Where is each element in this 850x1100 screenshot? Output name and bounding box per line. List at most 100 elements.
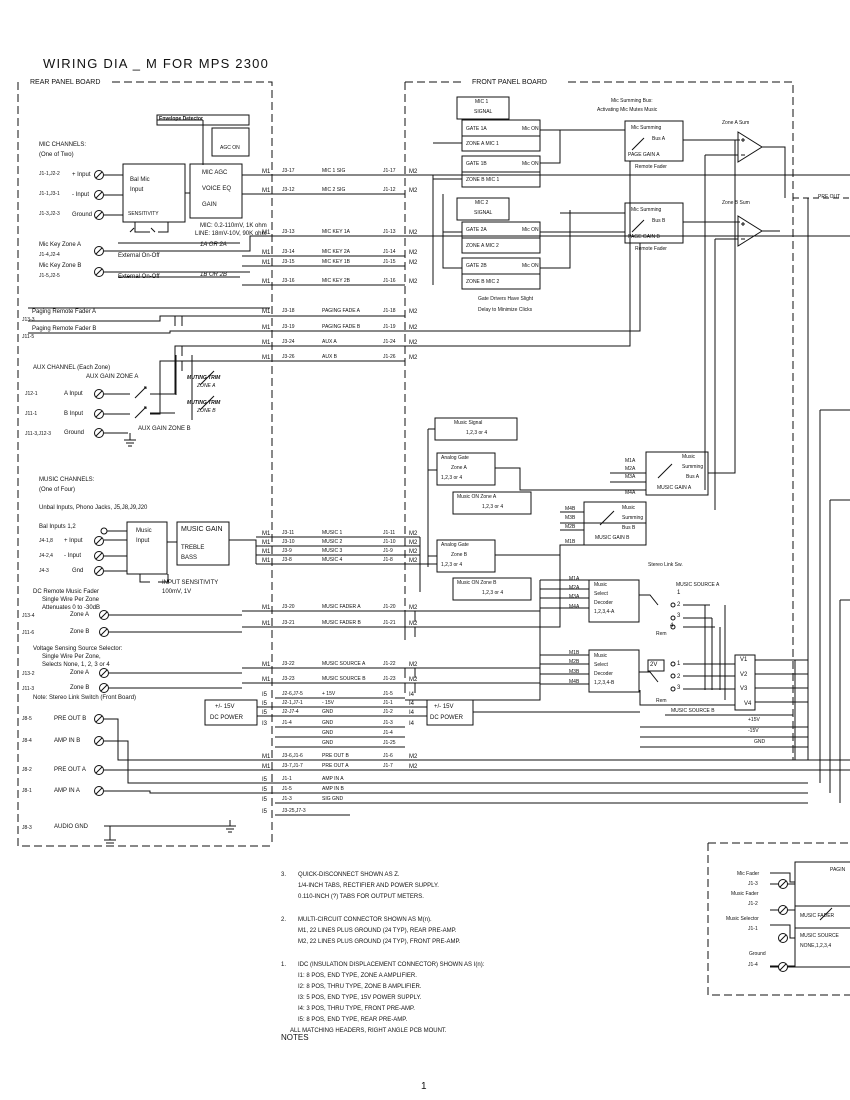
rail-plus-15: +15V — [748, 717, 760, 723]
source-zone-a-pin: J13-2 — [22, 671, 35, 677]
bus-m-left: M1 — [262, 260, 271, 266]
front-dc-power-2: DC POWER — [430, 715, 463, 721]
music-sum-a-1: Music — [682, 454, 696, 460]
paging-fader-a-pin: J13-3 — [22, 317, 35, 323]
summing-note-2: Activating Mic Mutes Music — [597, 107, 658, 113]
key-zone-a-ext: External On-Off — [118, 253, 160, 259]
bus-j-left: J2-1,J7-1 — [282, 700, 303, 706]
bus-j-right: J1-6 — [383, 753, 393, 759]
bus-signal: GND — [322, 730, 334, 736]
note-number: 2. — [281, 917, 287, 923]
inset-music-fader-pin: J1-2 — [748, 901, 758, 907]
music-sum-a-pin-4: M4A — [625, 490, 636, 496]
out-audio-gnd-label: AUDIO GND — [54, 824, 89, 830]
mic-agc-label: MIC AGC — [202, 170, 228, 176]
gate-1a: GATE 1A — [466, 126, 487, 132]
mic-agc-box — [189, 163, 243, 219]
muting-trim-a-zone: ZONE A — [197, 383, 216, 389]
bus-m-left: M1 — [262, 188, 271, 194]
bus-j-left: J3-21 — [282, 620, 295, 626]
bus-j-right: J1-15 — [383, 259, 396, 265]
mic1-signal-2: SIGNAL — [474, 109, 493, 115]
inset-border — [707, 843, 850, 996]
paging-fader-b-label: Paging Remote Fader B — [32, 326, 97, 332]
bus-m-left: M1 — [262, 549, 271, 555]
bus-m-right: M2 — [409, 355, 418, 361]
bus-m-right: M2 — [409, 169, 418, 175]
out-amp-b-pin: J8-4 — [22, 738, 32, 744]
out-pre-b-pin: J8-5 — [22, 716, 32, 722]
dec-b-3: Decoder — [594, 671, 613, 677]
gate-2a: GATE 2A — [466, 227, 487, 233]
music-sum-a-pin-1: M1A — [625, 458, 636, 464]
out-amp-a-pin: J8-1 — [22, 788, 32, 794]
note-line: QUICK-DISCONNECT SHOWN AS Z. — [298, 872, 400, 878]
note-line: I4: 3 POS, THRU TYPE, FRONT PRE-AMP. — [298, 1006, 415, 1012]
key-zone-b-pin: J1-5,J2-5 — [39, 273, 60, 279]
bus-j-right: J1-25 — [383, 740, 396, 746]
bus-m-right: M2 — [409, 340, 418, 346]
bus-m-left: I5 — [262, 797, 268, 803]
bus-j-right: J1-10 — [383, 539, 396, 545]
input-sensitivity-values: 100mV, 1V — [162, 589, 192, 595]
bus-j-right: J1-19 — [383, 324, 396, 330]
bus-j-left: J1-5 — [282, 786, 292, 792]
bus-m-right: M2 — [409, 230, 418, 236]
out-pre-b-label: PRE OUT B — [54, 716, 87, 722]
bus-j-right: J1-7 — [383, 763, 393, 769]
note-line: I2: 8 POS, THRU TYPE, ZONE B AMPLIFIER. — [298, 984, 422, 990]
bus-signal: PRE OUT A — [322, 763, 349, 769]
mic-plus-label: + Input — [72, 172, 91, 178]
zone-b-sum-amp — [737, 215, 763, 247]
bus-m-right: M2 — [409, 188, 418, 194]
gate-note-2: Delay to Minimize Clicks — [478, 307, 533, 313]
bus-j-left: J3-18 — [282, 308, 295, 314]
out-pre-a-label: PRE OUT A — [54, 767, 86, 773]
bus-j-left: J3-9 — [282, 548, 292, 554]
mic-on-2a: Mic ON — [522, 227, 539, 233]
note-line: IDC (INSULATION DISPLACEMENT CONNECTOR) … — [298, 962, 485, 968]
bus-m-left: I5 — [262, 777, 268, 783]
bus-signal: PAGING FADE B — [322, 324, 361, 330]
gain-label: GAIN — [202, 202, 217, 208]
bus-j-left: J2-6,J7-5 — [282, 691, 303, 697]
sw-a-1: 1 — [677, 590, 681, 596]
bus-j-right: J1-2 — [383, 709, 393, 715]
mic-on-2b: Mic ON — [522, 263, 539, 269]
mic-sum-a-3: PAGE GAIN A — [628, 152, 660, 158]
music-channels-heading: MUSIC CHANNELS: — [39, 477, 95, 483]
mic-channels-heading: MIC CHANNELS: — [39, 142, 87, 148]
bus-m-left: M1 — [262, 531, 271, 537]
bus-j-right: J1-8 — [383, 557, 393, 563]
music-on-a-1: Music ON Zone A — [457, 494, 497, 500]
inset-music-fader: Music Fader — [731, 891, 759, 897]
sw-b-2: 2 — [677, 674, 681, 680]
front-dc-power-1: +/- 15V — [434, 704, 454, 710]
mic2-signal-2: SIGNAL — [474, 210, 493, 216]
music-sum-a-3: Bus A — [686, 474, 700, 480]
mic-minus-pin: J1-1,J3-1 — [39, 191, 60, 197]
two-v-box — [647, 659, 665, 672]
bus-j-right: J1-17 — [383, 168, 396, 174]
key-zone-b-ext: External On-Off — [118, 274, 160, 280]
source-zone-a-label: Zone A — [70, 670, 90, 676]
sw-b-3: 3 — [677, 685, 681, 691]
aux-a-label: A Input — [64, 391, 83, 397]
mic1-signal-1: MIC 1 — [475, 99, 489, 105]
bus-signal: MUSIC 2 — [322, 539, 343, 545]
note-line: M2, 22 LINES PLUS GROUND (24 TYP), FRONT… — [298, 939, 461, 945]
note-line: I5: 8 POS, END TYPE, REAR PRE-AMP. — [298, 1017, 408, 1023]
bus-signal: AMP IN A — [322, 776, 344, 782]
bus-j-left: J3-24 — [282, 339, 295, 345]
gate-1b: GATE 1B — [466, 161, 487, 167]
music-sum-b-pin-3: M2B — [565, 524, 576, 530]
out-amp-a-label: AMP IN A — [54, 788, 80, 794]
decoder-b-box — [588, 649, 640, 693]
fader-zone-b-pin: J11-6 — [22, 630, 35, 636]
music-source-a: MUSIC SOURCE A — [676, 582, 720, 588]
bus-signal: MUSIC 3 — [322, 548, 343, 554]
bus-m-right: I4 — [409, 701, 415, 707]
note-line: MULTI-CIRCUIT CONNECTOR SHOWN AS M(n). — [298, 917, 432, 923]
rear-dc-power-box — [204, 699, 258, 726]
